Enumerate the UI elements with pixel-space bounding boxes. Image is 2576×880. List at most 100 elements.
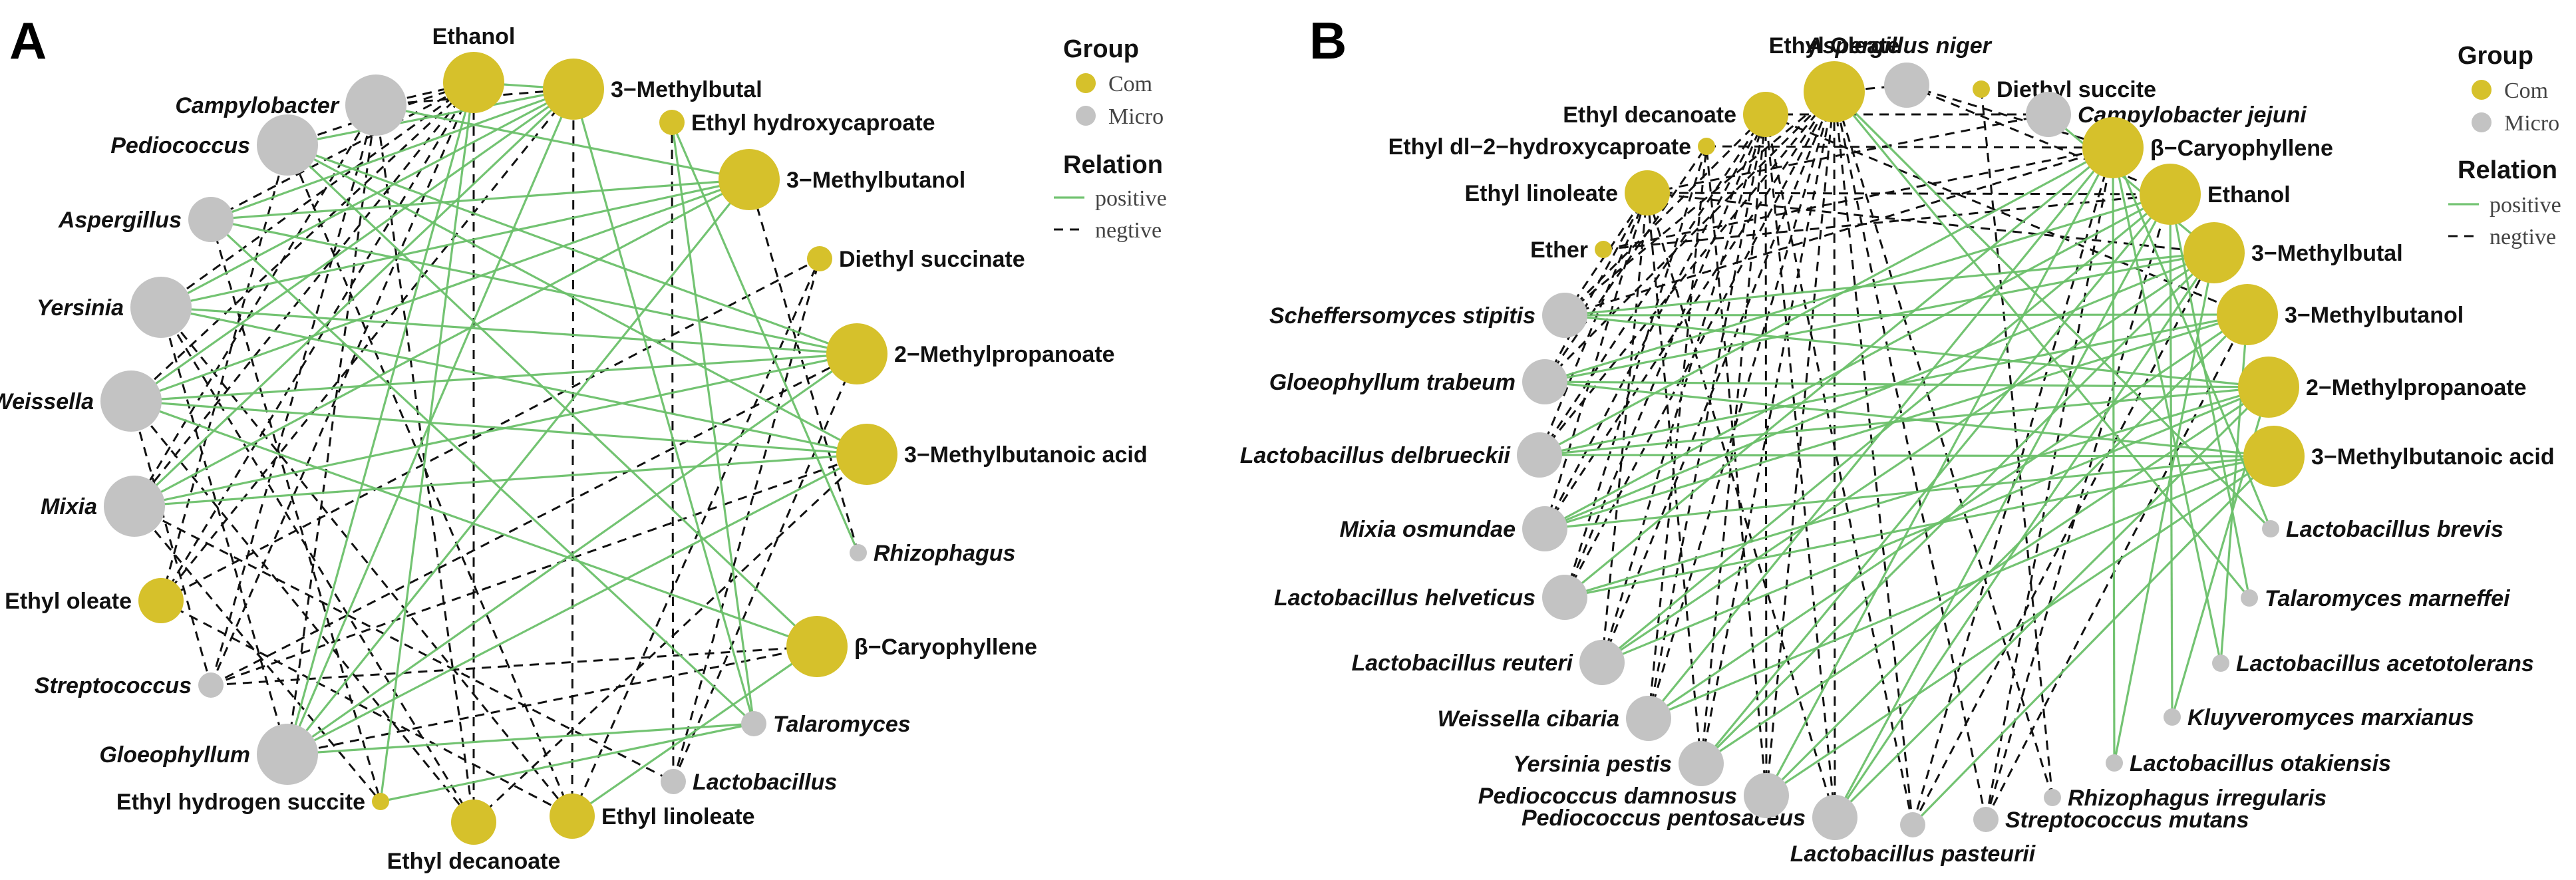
panel-b-edge-negative-smut-ethanolB xyxy=(1985,194,2172,820)
panel-b-node-label-bcarB: β−Caryophyllene xyxy=(2150,136,2333,161)
panel-b-node-circle-pdamn xyxy=(1744,773,1789,818)
legend-b-com-label: Com xyxy=(2504,78,2548,103)
panel-a-edge-positive-mixia-mprop xyxy=(134,353,858,508)
panel-b-node-label-mbolB: 3−Methylbutanol xyxy=(2285,303,2464,328)
panel-a-edge-negative-mixia-ethanol xyxy=(133,82,475,507)
panel-a-node-circle-bcar xyxy=(786,616,848,677)
panel-b-edge-positive-pdamn-mbolB xyxy=(1765,313,2249,797)
panel-b-node-pdamn: Pediococcus damnosus xyxy=(1478,773,1789,818)
panel-b-node-circle-ethanolB xyxy=(2140,164,2201,225)
panel-a-node-circle-gloeo xyxy=(257,724,318,785)
panel-b-edge-positive-cjej-mbalB xyxy=(2047,113,2215,254)
panel-b-node-ypest: Yersinia pestis xyxy=(1513,741,1724,786)
panel-a-node-elin: Ethyl linoleate xyxy=(550,794,755,839)
panel-b-edge-positive-ypest-mbalB xyxy=(1700,251,2215,765)
panel-a-node-talaro: Talaromyces xyxy=(741,711,911,737)
panel-b-edge-positive-wcib-mbacidB xyxy=(1648,455,2275,720)
panel-a-edge-negative-lacto-ehc xyxy=(671,122,675,782)
panel-a-edge-negative-weiss-ethanol xyxy=(130,81,475,402)
panel-b-node-tmarn: Talaromyces marneffei xyxy=(2241,586,2511,611)
panel-b-edge-positive-ldel-mbacidB xyxy=(1539,454,2275,458)
panel-a-edge-positive-asper-methylbutal xyxy=(210,88,574,221)
panel-b-edge-positive-gtrab-ethanolB xyxy=(1544,193,2171,383)
panel-a-edge-negative-campy-gloeo xyxy=(286,104,377,755)
legend-a-micro-swatch xyxy=(1076,106,1096,126)
legend-b-micro-swatch xyxy=(2472,112,2492,132)
panel-b-node-circle-lbrev xyxy=(2262,520,2279,537)
panel-a-edge-negative-eole-elin xyxy=(160,599,573,817)
panel-b-edge-negative-gtrab-eoleB xyxy=(1543,90,1836,383)
panel-b-node-label-ether: Ether xyxy=(1530,237,1588,263)
panel-a-node-label-talaro: Talaromyces xyxy=(773,712,911,737)
panel-b-edge-positive-gtrab-mpropB xyxy=(1544,380,2269,388)
panel-b-node-circle-mbacidB xyxy=(2243,426,2305,487)
panel-b-node-circle-lacet xyxy=(2212,655,2229,672)
panel-b-node-circle-cjej xyxy=(2026,92,2071,137)
panel-b-node-circle-edecB xyxy=(1743,92,1788,137)
panel-b-edge-positive-lotak-bcarB xyxy=(2112,147,2116,764)
panel-b-edge-negative-gtrab-elinB xyxy=(1543,192,1649,382)
panel-a-edge-positive-yers-mprop xyxy=(160,306,858,355)
panel-a-node-circle-mprop xyxy=(826,323,887,384)
panel-b-node-lhelv: Lactobacillus helveticus xyxy=(1274,575,1587,620)
panel-a-edge-positive-ehs-ethanol xyxy=(379,82,475,802)
legend-a-negative-label: negtive xyxy=(1095,218,1162,243)
panel-a-node-circle-mbacid xyxy=(836,424,897,485)
panel-b-edge-positive-sstip-mbalB xyxy=(1564,251,2215,317)
panel-b-node-circle-wcib xyxy=(1626,696,1671,741)
panel-b-node-kmarx: Kluyveromyces marxianus xyxy=(2164,705,2474,730)
panel-a-edge-negative-lacto-diethyl xyxy=(672,258,821,782)
panel-b-node-label-wcib: Weissella cibaria xyxy=(1438,706,1619,732)
panel-a-node-label-campy: Campylobacter xyxy=(175,93,339,118)
panel-a-edge-positive-weiss-methylbutanol xyxy=(130,178,750,402)
panel-a-edge-positive-campy-methylbutanol xyxy=(375,104,750,181)
panel-b-node-ether: Ether xyxy=(1530,237,1612,263)
panel-a-node-label-yers: Yersinia xyxy=(37,295,124,321)
panel-b-edge-positive-lreut-mbalB xyxy=(1601,251,2215,664)
panel-a-node-methylbutal: 3−Methylbutal xyxy=(543,59,762,120)
panel-b-node-circle-lpast xyxy=(1900,812,1925,837)
panel-b-node-label-lacet: Lactobacillus acetotolerans xyxy=(2236,651,2534,676)
panel-b-node-label-ypest: Yersinia pestis xyxy=(1513,752,1672,777)
panel-b-edge-positive-ppent-mbalB xyxy=(1834,252,2215,818)
panel-b-node-label-lreut: Lactobacillus reuteri xyxy=(1351,651,1573,676)
panel-a-edge-positive-yers-methylbutanol xyxy=(160,178,750,309)
panel-b-node-circle-rirr xyxy=(2044,789,2061,806)
panel-b-edge-negative-ypest-elinB xyxy=(1646,192,1702,764)
panel-a-node-label-asper: Aspergillus xyxy=(58,208,182,233)
panel-a-node-label-mprop: 2−Methylpropanoate xyxy=(894,342,1115,367)
panel-a-node-circle-diethyl xyxy=(807,246,832,271)
panel-a-letter: A xyxy=(9,11,47,70)
panel-a-edge-positive-gloeo-ethanol xyxy=(286,82,475,755)
panel-a-edges xyxy=(130,81,868,823)
panel-a-node-ethanol: Ethanol xyxy=(432,24,515,113)
panel-b-node-wcib: Weissella cibaria xyxy=(1438,696,1671,741)
panel-b-edge-positive-lbrev-bcarB xyxy=(2112,147,2272,529)
panel-a-node-diethyl: Diethyl succinate xyxy=(807,246,1025,272)
panel-a-node-label-lacto: Lactobacillus xyxy=(693,770,837,795)
panel-b-node-circle-mbalB xyxy=(2183,222,2245,283)
panel-a-node-lacto: Lactobacillus xyxy=(661,769,837,795)
panel-a-edge-negative-yers-ethanol xyxy=(160,81,474,309)
panel-b-node-label-mbalB: 3−Methylbutal xyxy=(2251,241,2403,266)
panel-b-node-dsucc: Diethyl succite xyxy=(1973,77,2156,102)
panel-b-node-label-lbrev: Lactobacillus brevis xyxy=(2286,517,2503,542)
panel-a-node-asper: Aspergillus xyxy=(58,197,234,242)
panel-a-edge-positive-gloeo-methylbutanol xyxy=(286,178,750,756)
panel-a-node-circle-rhizo xyxy=(850,544,867,561)
panel-b-edge-negative-aniger-bcarB xyxy=(1906,84,2114,149)
panel-a-edge-negative-elin-diethyl xyxy=(571,258,821,817)
panel-b-node-label-sstip: Scheffersomyces stipitis xyxy=(1269,303,1535,329)
panel-a-edge-positive-asper-talaro xyxy=(210,218,755,725)
panel-a-node-label-ehs: Ethyl hydrogen succite xyxy=(116,790,365,815)
panel-b-edge-positive-lacet-bcarB xyxy=(2112,147,2222,664)
panel-b-edge-negative-lpast-mbalB xyxy=(1911,252,2215,825)
panel-b-node-label-pdamn: Pediococcus damnosus xyxy=(1478,784,1737,809)
panel-a-edge-positive-pedio-methylbutal xyxy=(287,88,574,146)
panel-a-node-circle-ehs xyxy=(372,793,389,810)
panel-b-edge-positive-lpast-mbacidB xyxy=(1911,455,2275,826)
legend-a-micro-label: Micro xyxy=(1108,104,1164,129)
panel-b-edge-negative-ppent-eoleB xyxy=(1833,91,1836,818)
